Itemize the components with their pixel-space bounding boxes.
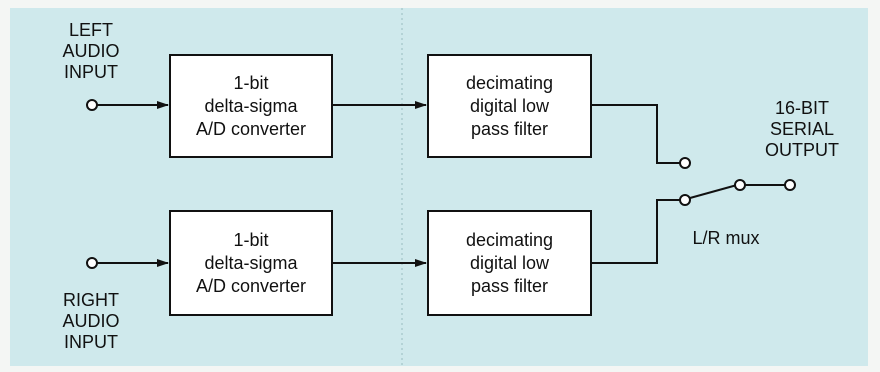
adc-block-top: 1-bit delta-sigma A/D converter: [169, 54, 333, 158]
filter-block-bottom-text: decimating digital low pass filter: [465, 229, 554, 296]
adc-block-bottom-text: 1-bit delta-sigma A/D converter: [195, 229, 307, 296]
left-input-terminal: [86, 99, 98, 111]
top-filter-to-mux-wire: [592, 104, 680, 164]
mux-right-contact: [679, 194, 691, 206]
left-audio-input-label: LEFT AUDIO INPUT: [62, 20, 120, 82]
bottom-filter-to-mux-wire: [592, 199, 680, 264]
serial-output-label: 16-BIT SERIAL OUTPUT: [765, 98, 839, 160]
lr-mux-switch: [679, 157, 796, 206]
lr-mux-label: L/R mux: [692, 228, 760, 248]
filter-block-top-text: decimating digital low pass filter: [465, 72, 554, 139]
adc-block-top-text: 1-bit delta-sigma A/D converter: [195, 72, 307, 139]
adc-block-bottom: 1-bit delta-sigma A/D converter: [169, 210, 333, 316]
filter-block-top: decimating digital low pass filter: [427, 54, 592, 158]
output-terminal: [784, 179, 796, 191]
left-channel-path: [86, 99, 680, 164]
filter-block-bottom: decimating digital low pass filter: [427, 210, 592, 316]
mux-common-contact: [734, 179, 746, 191]
mux-switch-arm: [689, 184, 738, 199]
right-input-terminal: [86, 257, 98, 269]
right-audio-input-label: RIGHT AUDIO INPUT: [62, 290, 120, 352]
right-channel-path: [86, 199, 680, 269]
mux-left-contact: [679, 157, 691, 169]
